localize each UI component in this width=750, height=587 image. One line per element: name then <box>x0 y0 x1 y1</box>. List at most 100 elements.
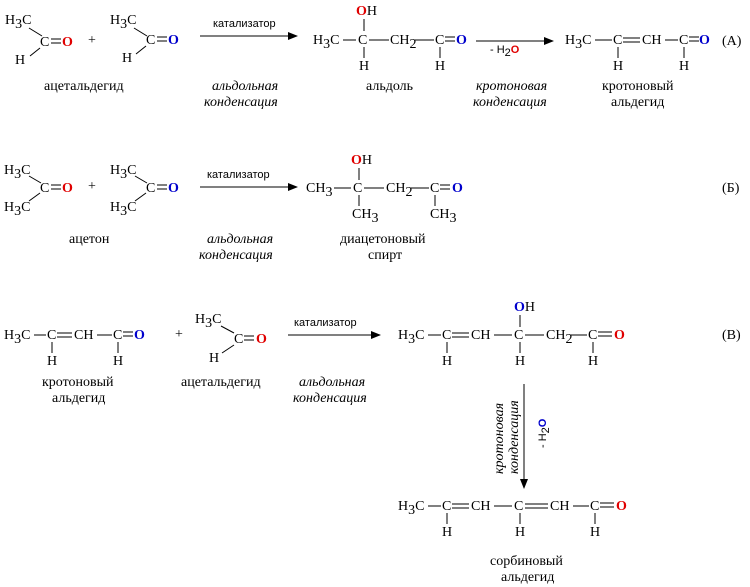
svg-text:C: C <box>679 33 688 48</box>
carbonyl-carbon: C <box>146 33 155 48</box>
name-aldol: альдоль <box>366 79 413 94</box>
name-acetone: ацетон <box>69 232 110 247</box>
svg-text:H: H <box>47 354 57 369</box>
acetaldehyde-molecule-a2: H3C C O H <box>110 13 179 66</box>
svg-text:C: C <box>40 181 49 196</box>
crotonaldehyde-molecule: H3C C CH C O H H <box>565 33 710 74</box>
process-label-line2: конденсация <box>293 391 367 406</box>
svg-text:O: O <box>62 181 73 196</box>
svg-text:H3C: H3C <box>110 163 136 182</box>
catalyst-label: катализатор <box>213 18 276 30</box>
svg-text:C: C <box>588 328 597 343</box>
process-label-line1: альдольная <box>299 375 365 390</box>
reaction-tag: (В) <box>722 328 741 343</box>
h3c-group: H3C <box>5 13 31 32</box>
svg-text:H3C: H3C <box>565 33 591 52</box>
catalyst-label: катализатор <box>207 169 270 181</box>
diacetone-alcohol-molecule: OH CH3 C CH3 CH2 C O CH3 <box>306 153 463 226</box>
name-line1: кротоновый <box>602 79 674 94</box>
svg-text:H3C: H3C <box>4 163 30 182</box>
process-label-line2: конденсация <box>199 248 273 263</box>
svg-text:H: H <box>679 59 689 74</box>
svg-text:H3C: H3C <box>4 200 30 219</box>
svg-text:CH3: CH3 <box>430 207 456 226</box>
svg-text:CH2: CH2 <box>390 33 416 52</box>
acetone-molecule-b1: H3C C O H3C <box>4 163 73 219</box>
plus-sign: + <box>88 179 96 194</box>
svg-text:O: O <box>256 332 267 347</box>
svg-text:H3C: H3C <box>313 33 339 52</box>
process-label-line1: кротоновая <box>476 79 547 94</box>
svg-text:OH: OH <box>514 300 535 315</box>
svg-text:H: H <box>442 525 452 540</box>
svg-text:C: C <box>146 181 155 196</box>
name-acetaldehyde: ацетальдегид <box>44 79 124 94</box>
svg-text:C: C <box>353 181 362 196</box>
svg-text:H: H <box>588 354 598 369</box>
svg-text:H3C: H3C <box>398 499 424 518</box>
svg-text:C: C <box>358 33 367 48</box>
svg-text:CH: CH <box>74 328 93 343</box>
name-line2: альдегид <box>501 570 554 585</box>
reaction-tag: (Б) <box>722 181 740 196</box>
svg-text:CH: CH <box>550 499 569 514</box>
svg-text:C: C <box>590 499 599 514</box>
dehydration-label: - H2O <box>490 44 520 59</box>
svg-text:H: H <box>515 525 525 540</box>
name-acetaldehyde: ацетальдегид <box>181 375 261 390</box>
reaction-b: H3C C O H3C + H3C C O H3C ацетон катализ… <box>4 153 740 263</box>
acetone-molecule-b2: H3C C O H3C <box>110 163 179 219</box>
svg-text:H3C: H3C <box>4 328 30 347</box>
plus-sign: + <box>88 33 96 48</box>
sorbaldehyde-molecule: H3C C CH C CH C O H H H <box>398 499 627 540</box>
svg-text:H: H <box>613 59 623 74</box>
catalyst-label: катализатор <box>294 317 357 329</box>
name-line2: спирт <box>368 248 402 263</box>
svg-text:H3C: H3C <box>110 200 136 219</box>
svg-text:H: H <box>590 525 600 540</box>
process-label-line1: альдольная <box>212 79 278 94</box>
svg-text:C: C <box>435 33 444 48</box>
aldol-intermediate-molecule: OH H3C C CH C H H CH2 C O H <box>398 300 625 369</box>
name-line2: альдегид <box>52 391 105 406</box>
svg-text:C: C <box>613 33 622 48</box>
svg-text:H: H <box>113 354 123 369</box>
hydrogen-atom: H <box>122 51 132 66</box>
svg-text:O: O <box>616 499 627 514</box>
name-line1: сорбиновый <box>490 554 563 569</box>
svg-text:O: O <box>699 33 710 48</box>
svg-text:C: C <box>113 328 122 343</box>
svg-text:O: O <box>456 33 467 48</box>
h3c-group: H3C <box>110 13 136 32</box>
down-process-line2: конденсация <box>507 400 522 474</box>
svg-text:O: O <box>168 181 179 196</box>
aldol-molecule: OH H3C C H CH2 C O H <box>313 4 467 74</box>
svg-text:CH: CH <box>471 499 490 514</box>
svg-text:OH: OH <box>351 153 372 168</box>
svg-text:O: O <box>614 328 625 343</box>
svg-text:C: C <box>442 499 451 514</box>
process-label-line1: альдольная <box>207 232 273 247</box>
reaction-c: H3C C CH C O H H кротоновый альдегид + H… <box>4 300 741 585</box>
name-line1: кротоновый <box>42 375 114 390</box>
reaction-tag: (А) <box>722 34 742 49</box>
process-label-line2: конденсация <box>204 95 278 110</box>
hydrogen-atom: H <box>15 53 25 68</box>
svg-text:C: C <box>442 328 451 343</box>
name-line2: альдегид <box>611 95 664 110</box>
svg-text:CH2: CH2 <box>386 181 412 200</box>
dehydration-label: - H2O <box>537 418 552 448</box>
svg-text:C: C <box>430 181 439 196</box>
svg-text:CH3: CH3 <box>352 207 378 226</box>
svg-text:C: C <box>514 499 523 514</box>
process-label-line2: конденсация <box>473 95 547 110</box>
svg-text:CH2: CH2 <box>546 328 572 347</box>
svg-text:C: C <box>47 328 56 343</box>
carbonyl-carbon: C <box>40 35 49 50</box>
svg-text:H: H <box>435 59 445 74</box>
name-line1: диацетоновый <box>340 232 426 247</box>
oxygen-atom: O <box>62 35 73 50</box>
acetaldehyde-molecule: H3C C O H <box>195 312 267 366</box>
svg-text:H: H <box>209 351 219 366</box>
